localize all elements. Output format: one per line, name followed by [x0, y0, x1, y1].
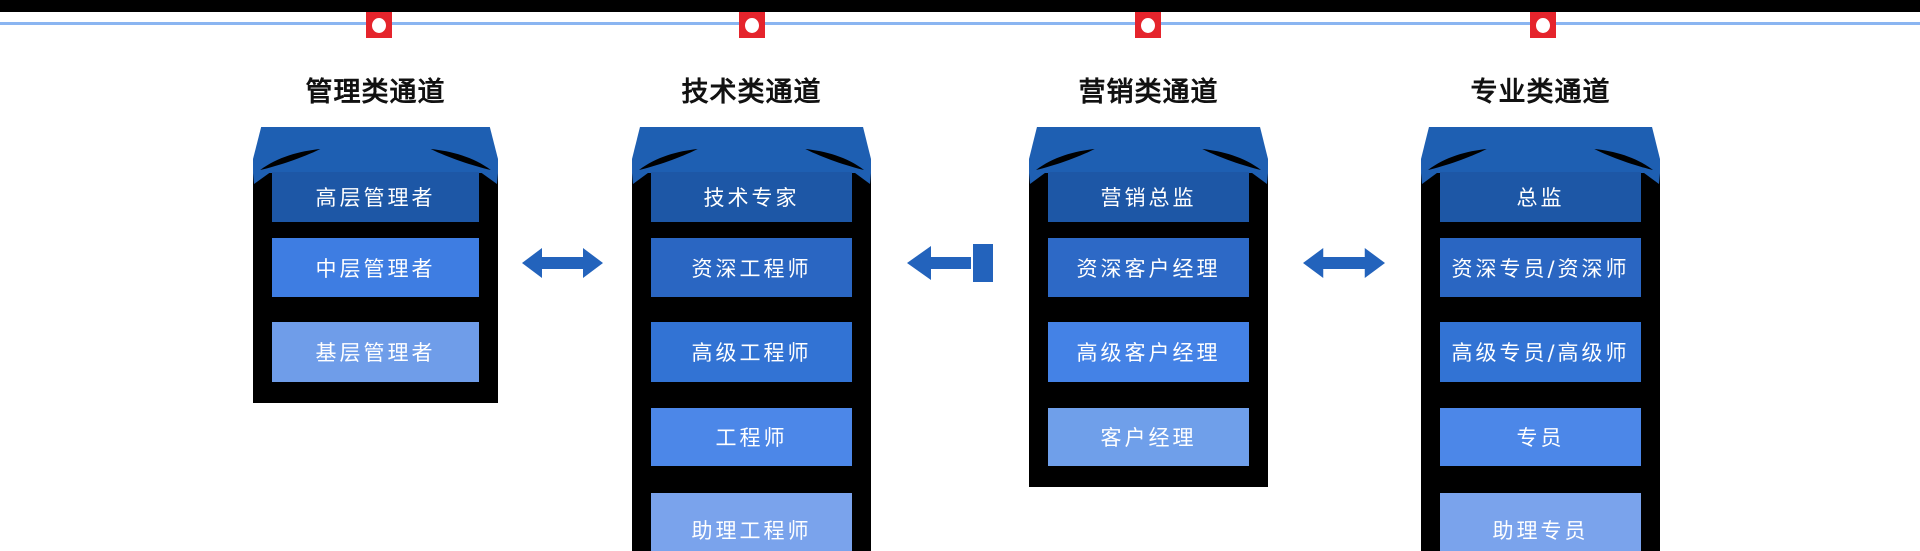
swoosh-left-icon — [638, 149, 698, 170]
channel-column-technical: 技术类通道 技术专家 资深工程师 高级工程师 工程师 助理工程师 — [632, 0, 871, 551]
level-box: 高级工程师 — [651, 322, 852, 382]
banner-tip-left — [253, 173, 270, 184]
level-box: 资深客户经理 — [1048, 238, 1249, 297]
level-box: 营销总监 — [1048, 172, 1249, 222]
timeline-marker — [366, 12, 392, 38]
timeline-marker — [1135, 12, 1161, 38]
swoosh-right-icon — [805, 149, 865, 170]
swoosh-left-icon — [260, 149, 321, 170]
timeline-line — [0, 22, 1920, 25]
banner-shape — [1029, 127, 1268, 173]
swoosh-left-icon — [1035, 149, 1095, 170]
level-box: 总监 — [1440, 172, 1641, 222]
channel-column-management: 管理类通道 高层管理者 中层管理者 基层管理者 — [253, 0, 498, 551]
level-box: 助理专员 — [1440, 493, 1641, 551]
level-label: 总监 — [1516, 186, 1565, 210]
level-label: 高层管理者 — [315, 186, 436, 210]
level-label: 高级专员/高级师 — [1451, 341, 1630, 365]
banner-tip-left — [1029, 173, 1045, 184]
banner-tip-left — [1421, 173, 1437, 184]
marker-dot-icon — [1536, 17, 1550, 33]
level-label: 高级工程师 — [691, 341, 812, 365]
level-label: 资深工程师 — [691, 256, 812, 281]
timeline-marker — [1530, 12, 1556, 38]
timeline-marker — [739, 12, 765, 38]
channel-column-professional: 专业类通道 总监 资深专员/资深师 高级专员/高级师 专员 助理专员 — [1421, 0, 1660, 551]
level-label: 专员 — [1516, 426, 1565, 450]
level-label: 中层管理者 — [315, 256, 436, 281]
banner-shape — [1421, 127, 1660, 173]
level-box: 助理工程师 — [651, 493, 852, 551]
top-black-bar — [0, 0, 1920, 12]
channel-title: 技术类通道 — [681, 77, 822, 108]
level-label: 基层管理者 — [315, 341, 436, 365]
swoosh-left-icon — [1427, 149, 1487, 170]
channel-banner — [253, 127, 498, 185]
swoosh-right-icon — [430, 149, 491, 170]
banner-tip-right — [1644, 173, 1660, 184]
level-box: 资深工程师 — [651, 238, 852, 297]
channel-banner — [1421, 127, 1660, 185]
banner-tip-left — [632, 173, 648, 184]
level-box: 高级专员/高级师 — [1440, 322, 1641, 382]
channel-title: 管理类通道 — [305, 77, 446, 108]
banner-tip-right — [1252, 173, 1268, 184]
level-label: 助理工程师 — [691, 519, 812, 543]
level-box: 技术专家 — [651, 172, 852, 222]
channel-banner — [1029, 127, 1268, 185]
double-arrow-icon — [522, 248, 603, 278]
banner-shape — [632, 127, 871, 173]
level-box: 中层管理者 — [272, 238, 479, 297]
marker-dot-icon — [1141, 17, 1155, 33]
swoosh-right-icon — [1202, 149, 1262, 170]
marker-dot-icon — [372, 17, 386, 33]
channel-title: 专业类通道 — [1470, 77, 1611, 108]
level-label: 工程师 — [715, 426, 788, 450]
swoosh-right-icon — [1594, 149, 1654, 170]
level-box: 基层管理者 — [272, 322, 479, 382]
left-arrow-icon — [907, 244, 993, 282]
double-arrow-icon — [1303, 248, 1385, 278]
level-label: 资深专员/资深师 — [1451, 256, 1630, 281]
channel-banner — [632, 127, 871, 185]
level-label: 技术专家 — [703, 186, 800, 210]
level-box: 专员 — [1440, 408, 1641, 466]
marker-dot-icon — [745, 17, 759, 33]
level-label: 客户经理 — [1100, 426, 1197, 450]
level-box: 高层管理者 — [272, 172, 479, 222]
banner-tip-right — [855, 173, 871, 184]
channel-column-marketing: 营销类通道 营销总监 资深客户经理 高级客户经理 客户经理 — [1029, 0, 1268, 551]
level-box: 客户经理 — [1048, 408, 1249, 466]
level-label: 营销总监 — [1100, 186, 1197, 210]
level-box: 工程师 — [651, 408, 852, 466]
level-box: 资深专员/资深师 — [1440, 238, 1641, 297]
level-box: 高级客户经理 — [1048, 322, 1249, 382]
banner-tip-right — [481, 173, 498, 184]
level-label: 资深客户经理 — [1076, 256, 1221, 281]
banner-shape — [253, 127, 498, 173]
level-label: 助理专员 — [1492, 519, 1589, 543]
level-label: 高级客户经理 — [1076, 341, 1221, 365]
channel-title: 营销类通道 — [1078, 77, 1219, 108]
